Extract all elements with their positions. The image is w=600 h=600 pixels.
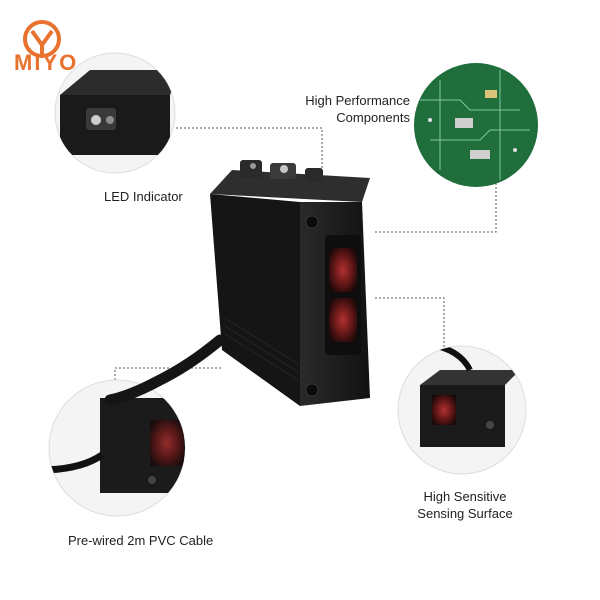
led-closeup — [54, 52, 176, 174]
sensor-main — [104, 160, 370, 406]
callout-high-performance-line2: Components — [336, 110, 410, 125]
callout-high-performance-line1: High Performance — [305, 93, 410, 108]
brand-name: MIYO — [14, 50, 79, 75]
callout-lines — [114, 127, 497, 400]
callout-high-performance: High Performance Components — [286, 92, 410, 126]
cable-closeup — [48, 379, 186, 517]
callout-sensing-line2: Sensing Surface — [417, 506, 513, 521]
callout-cable: Pre-wired 2m PVC Cable — [68, 533, 214, 548]
callout-sensing-line1: High Sensitive — [423, 489, 507, 504]
brand-logo-icon — [23, 20, 61, 58]
pcb-closeup — [414, 63, 538, 187]
callout-led-indicator: LED Indicator — [104, 189, 183, 204]
sensing-closeup — [397, 345, 527, 475]
callout-sensing: High Sensitive Sensing Surface — [412, 488, 518, 522]
